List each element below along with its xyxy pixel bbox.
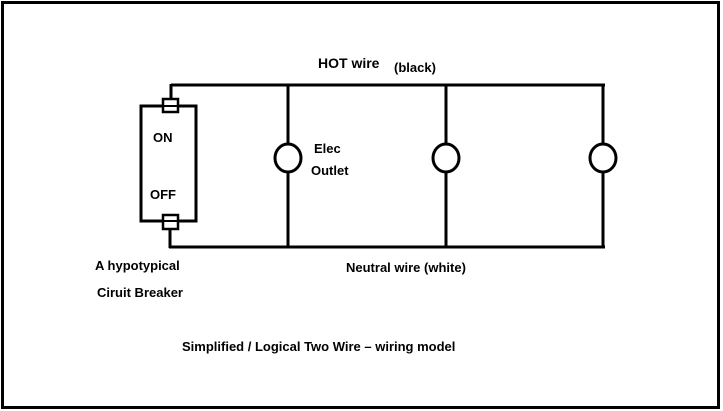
breaker-on-label: ON bbox=[153, 130, 173, 145]
outlet-1-icon bbox=[273, 142, 303, 174]
outlet-branch-3 bbox=[588, 85, 618, 247]
circuit-breaker-body bbox=[139, 104, 198, 223]
outlet-label-line2: Outlet bbox=[311, 163, 349, 178]
outlet-branch-2 bbox=[431, 85, 461, 247]
outlet-2-icon bbox=[431, 142, 461, 174]
outlet-label-line1: Elec bbox=[314, 141, 341, 156]
diagram-title: Simplified / Logical Two Wire – wiring m… bbox=[182, 339, 456, 354]
neutral-wire-label: Neutral wire (white) bbox=[346, 260, 466, 275]
breaker-off-label: OFF bbox=[150, 187, 176, 202]
hot-wire-label: HOT wire bbox=[318, 55, 380, 71]
breaker-caption-line2: Ciruit Breaker bbox=[97, 285, 183, 300]
outlet-3-icon bbox=[588, 142, 618, 174]
outlet-branch-1 bbox=[273, 85, 303, 247]
breaker-caption-line1: A hypotypical bbox=[95, 258, 180, 273]
hot-wire-color-note: (black) bbox=[394, 60, 436, 75]
